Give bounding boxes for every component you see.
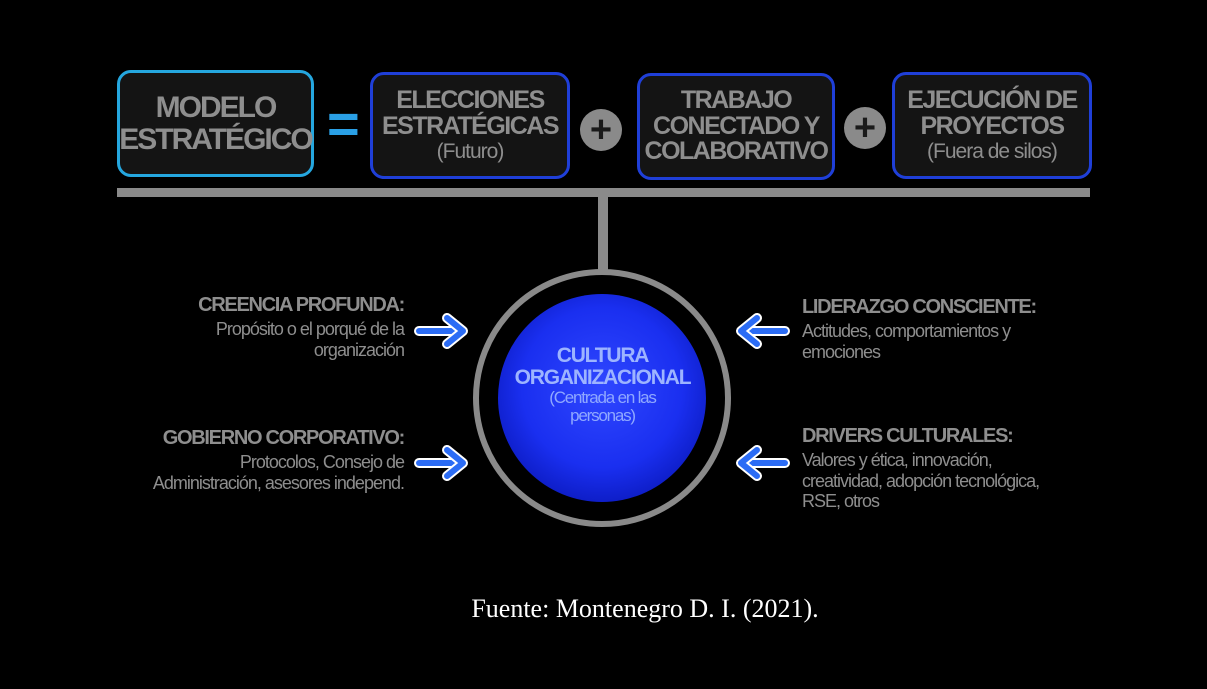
gobierno-line1: Protocolos, Consejo de: [239, 452, 405, 473]
liderazgo-title: LIDERAZGO CONSCIENTE:: [802, 296, 1037, 318]
elecciones-line2: ESTRATÉGICAS: [382, 111, 560, 140]
center-line1: CULTURA: [556, 344, 650, 367]
trabajo-line3: COLABORATIVO: [644, 137, 829, 166]
gobierno-line2: Administración, asesores independ.: [152, 472, 405, 493]
center-sub1: (Centrada en las: [549, 388, 657, 408]
culture-label: CULTURA ORGANIZACIONAL (Centrada en las …: [500, 344, 705, 425]
arrow-right-icon: [414, 313, 468, 349]
culture-circle: [498, 294, 706, 502]
elecciones-sub: (Futuro): [436, 140, 505, 164]
center-sub2: personas): [570, 405, 636, 425]
ejecucion-line2: PROYECTOS: [920, 111, 1065, 140]
gobierno-title: GOBIERNO CORPORATIVO:: [162, 427, 406, 449]
plus-icon: +: [844, 107, 886, 149]
plus-icon: +: [580, 109, 622, 151]
connected-work-box: TRABAJO CONECTADO Y COLABORATIVO: [637, 73, 835, 180]
elecciones-line1: ELECCIONES: [396, 86, 545, 115]
arrow-left-icon: [736, 445, 790, 481]
drivers-label: DRIVERS CULTURALES: Valores y ética, inn…: [802, 425, 1040, 511]
horizontal-bar: [117, 188, 1090, 197]
strategic-model-box: MODELO ESTRATÉGICO: [117, 70, 314, 177]
ejecucion-line1: EJECUCIÓN DE: [907, 86, 1078, 115]
drivers-title: DRIVERS CULTURALES:: [802, 425, 1014, 447]
creencia-label: CREENCIA PROFUNDA: Propósito o el porqué…: [198, 294, 405, 360]
creencia-line1: Propósito o el porqué de la: [215, 319, 405, 340]
gobierno-label: GOBIERNO CORPORATIVO: Protocolos, Consej…: [152, 427, 406, 493]
source-caption: Fuente: Montenegro D. I. (2021).: [471, 594, 819, 623]
model-line2: ESTRATÉGICO: [119, 122, 313, 156]
liderazgo-line2: emociones: [802, 341, 881, 362]
liderazgo-line1: Actitudes, comportamientos y: [802, 321, 1011, 342]
liderazgo-label: LIDERAZGO CONSCIENTE: Actitudes, comport…: [802, 296, 1037, 362]
strategic-choices-box: ELECCIONES ESTRATÉGICAS (Futuro): [370, 72, 570, 179]
project-execution-box: EJECUCIÓN DE PROYECTOS (Fuera de silos): [892, 72, 1092, 179]
creencia-line2: organización: [313, 339, 405, 360]
drivers-line3: RSE, otros: [802, 490, 880, 511]
drivers-line2: creatividad, adopción tecnológica,: [802, 470, 1040, 491]
equals-sign: =: [327, 92, 360, 155]
ejecucion-sub: (Fuera de silos): [927, 140, 1058, 164]
model-line1: MODELO: [155, 91, 278, 124]
trabajo-line2: CONECTADO Y: [653, 111, 820, 140]
creencia-title: CREENCIA PROFUNDA:: [198, 294, 405, 316]
vertical-bar: [598, 196, 608, 276]
trabajo-line1: TRABAJO: [680, 86, 793, 115]
center-line2: ORGANIZACIONAL: [514, 366, 692, 390]
arrow-left-icon: [736, 313, 790, 349]
arrow-right-icon: [414, 445, 468, 481]
drivers-line1: Valores y ética, innovación,: [802, 450, 993, 471]
